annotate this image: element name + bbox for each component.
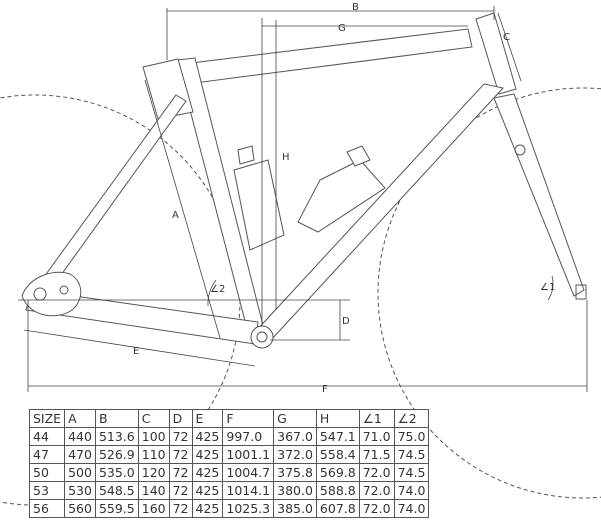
- table-cell: 72: [168, 481, 193, 500]
- dim-label-f: F: [322, 384, 328, 395]
- table-cell: 367.0: [273, 427, 317, 446]
- down-tube: [254, 83, 504, 341]
- table-cell: 74.5: [393, 463, 430, 482]
- table-cell: 425: [191, 427, 224, 446]
- table-cell: 71.0: [358, 427, 395, 446]
- table-cell: 72: [168, 463, 193, 482]
- table-cell: 1025.3: [222, 499, 275, 518]
- bottle-left: [233, 159, 285, 251]
- header-d: D: [168, 409, 193, 428]
- table-row: 53 530 548.5 140 72 425 1014.1 380.0 588…: [28, 481, 430, 500]
- table-cell: 425: [191, 481, 224, 500]
- table-cell: 71.5: [358, 445, 395, 464]
- table-cell: 547.1: [315, 427, 360, 446]
- table-cell: 372.0: [273, 445, 317, 464]
- table-cell: 530: [64, 481, 96, 500]
- table-cell: 440: [64, 427, 96, 446]
- table-row: 44 440 513.6 100 72 425 997.0 367.0 547.…: [28, 427, 430, 446]
- header-e: E: [191, 409, 224, 428]
- rear-dropout: [21, 271, 82, 317]
- fork: [493, 93, 585, 297]
- header-c: C: [137, 409, 170, 428]
- header-h: H: [315, 409, 360, 428]
- geometry-table: SIZE A B C D E F G H ∠1 ∠2 44 440 513.6 …: [28, 409, 430, 518]
- table-cell: 425: [191, 445, 224, 464]
- table-cell: 74.5: [393, 445, 430, 464]
- dim-label-l2: ∠2: [210, 284, 225, 295]
- dim-label-l1: ∠1: [540, 282, 555, 293]
- fork-crown-detail: [514, 144, 526, 156]
- table-cell: 56: [28, 499, 66, 518]
- table-cell: 140: [137, 481, 170, 500]
- table-cell: 526.9: [94, 445, 139, 464]
- header-angle-1: ∠1: [358, 409, 395, 428]
- bottom-bracket: [250, 325, 274, 349]
- table-cell: 607.8: [315, 499, 360, 518]
- table-cell: 74.0: [393, 499, 430, 518]
- dim-label-g: G: [338, 23, 346, 34]
- header-a: A: [64, 409, 96, 428]
- table-cell: 997.0: [222, 427, 275, 446]
- table-cell: 72: [168, 499, 193, 518]
- table-cell: 1014.1: [222, 481, 275, 500]
- header-f: F: [222, 409, 275, 428]
- front-dropout: [575, 284, 587, 300]
- table-cell: 548.5: [94, 481, 139, 500]
- header-angle-2: ∠2: [393, 409, 430, 428]
- table-cell: 120: [137, 463, 170, 482]
- table-cell: 559.5: [94, 499, 139, 518]
- table-cell: 75.0: [393, 427, 430, 446]
- table-cell: 110: [137, 445, 170, 464]
- table-row: 56 560 559.5 160 72 425 1025.3 385.0 607…: [28, 499, 430, 518]
- table-cell: 375.8: [273, 463, 317, 482]
- table-cell: 72: [168, 427, 193, 446]
- table-cell: 513.6: [94, 427, 139, 446]
- header-g: G: [273, 409, 317, 428]
- table-cell: 72.0: [358, 463, 395, 482]
- table-cell: 50: [28, 463, 66, 482]
- dim-label-e: E: [133, 346, 139, 357]
- head-tube: [475, 12, 517, 95]
- table-cell: 44: [28, 427, 66, 446]
- table-cell: 425: [191, 463, 224, 482]
- table-cell: 47: [28, 445, 66, 464]
- table-cell: 588.8: [315, 481, 360, 500]
- table-cell: 53: [28, 481, 66, 500]
- table-cell: 535.0: [94, 463, 139, 482]
- table-cell: 560: [64, 499, 96, 518]
- table-row: 50 500 535.0 120 72 425 1004.7 375.8 569…: [28, 463, 430, 482]
- table-header-row: SIZE A B C D E F G H ∠1 ∠2: [28, 409, 430, 428]
- table-cell: 160: [137, 499, 170, 518]
- dim-label-a: A: [172, 210, 179, 221]
- table-cell: 385.0: [273, 499, 317, 518]
- table-cell: 72.0: [358, 499, 395, 518]
- table-cell: 1004.7: [222, 463, 275, 482]
- dim-label-h: H: [282, 152, 290, 163]
- seat-stay: [35, 94, 187, 297]
- top-tube: [182, 28, 473, 85]
- table-row: 47 470 526.9 110 72 425 1001.1 372.0 558…: [28, 445, 430, 464]
- dim-label-d: D: [342, 316, 350, 327]
- table-cell: 425: [191, 499, 224, 518]
- table-cell: 72: [168, 445, 193, 464]
- table-cell: 569.8: [315, 463, 360, 482]
- table-cell: 558.4: [315, 445, 360, 464]
- table-cell: 74.0: [393, 481, 430, 500]
- table-cell: 500: [64, 463, 96, 482]
- header-b: B: [94, 409, 139, 428]
- table-cell: 1001.1: [222, 445, 275, 464]
- table-cell: 100: [137, 427, 170, 446]
- header-size: SIZE: [28, 409, 66, 428]
- table-cell: 380.0: [273, 481, 317, 500]
- table-cell: 470: [64, 445, 96, 464]
- dim-label-b: B: [352, 2, 359, 13]
- dim-label-c: C: [503, 32, 510, 43]
- table-cell: 72.0: [358, 481, 395, 500]
